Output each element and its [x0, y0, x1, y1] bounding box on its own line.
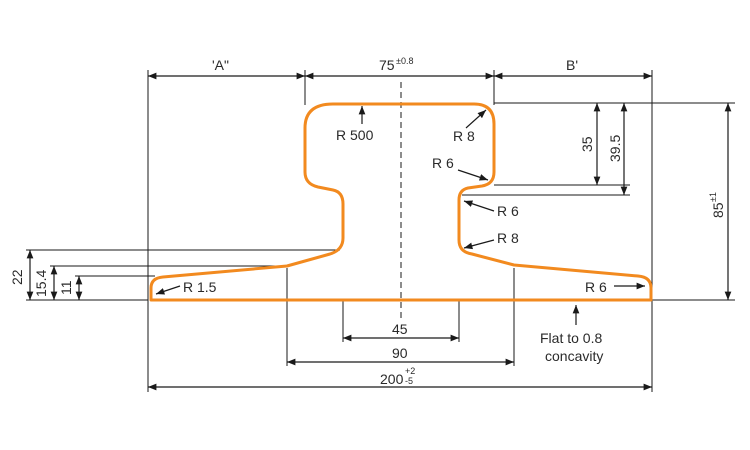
radius-8-top-label: R 8 — [453, 128, 475, 144]
rail-profile-outline — [149, 102, 653, 302]
radius-1-5-label: R 1.5 — [183, 279, 217, 295]
bottom-200-tolerance-lower: -5 — [405, 376, 413, 386]
flatness-note-line1: Flat to 0.8 — [540, 330, 602, 346]
bottom-90-label: 90 — [392, 345, 408, 361]
extension-lines — [26, 70, 735, 392]
bottom-200-label: 200 — [380, 371, 404, 387]
radius-8-web-label: R 8 — [497, 230, 519, 246]
leader-arrows — [155, 106, 645, 325]
radius-6-web-label: R 6 — [497, 203, 519, 219]
base-22-label: 22 — [9, 269, 25, 285]
top-width-tolerance: ±0.8 — [396, 56, 413, 66]
total-height-tolerance: ±1 — [708, 192, 718, 202]
base-15-4-label: 15.4 — [33, 270, 49, 297]
dim-b-label: B' — [566, 57, 578, 73]
radius-500-label: R 500 — [336, 127, 374, 143]
bottom-200-tolerance-upper: +2 — [405, 366, 415, 376]
base-11-label: 11 — [58, 280, 74, 295]
flatness-note-line2: concavity — [545, 348, 603, 364]
height-35-label: 35 — [579, 136, 595, 152]
dimension-lines — [26, 72, 732, 391]
radius-6-neck-label: R 6 — [432, 155, 454, 171]
height-39-5-label: 39.5 — [607, 135, 623, 162]
top-width-label: 75 — [379, 57, 395, 73]
total-height-label: 85 — [710, 202, 726, 218]
dim-a-label: 'A" — [212, 57, 229, 73]
radius-6-foot-label: R 6 — [585, 279, 607, 295]
bottom-45-label: 45 — [392, 321, 408, 337]
